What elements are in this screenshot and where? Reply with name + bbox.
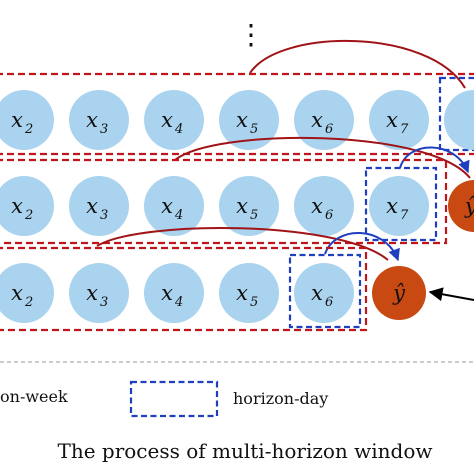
svg-text:4: 4 (174, 122, 183, 137)
svg-text:x: x (86, 281, 98, 305)
week-window-box-row-3 (0, 246, 368, 332)
legend-swatch-day (129, 380, 219, 418)
row-3: x 2 x 3 x 4 x 5 x 6 ŷ (0, 226, 474, 332)
caption: The process of multi-horizon window (57, 439, 432, 463)
svg-text:x: x (161, 194, 173, 218)
node-x6: x 6 (294, 176, 354, 236)
svg-text:6: 6 (325, 122, 333, 137)
target-node-y-hat: ŷ (448, 180, 474, 232)
svg-text:3: 3 (100, 295, 108, 310)
legend: on-week horizon-day (0, 380, 328, 418)
week-arc-row-3 (96, 226, 389, 261)
day-window-box-row-2 (364, 166, 438, 242)
node-x2: x 2 (0, 176, 54, 236)
svg-text:2: 2 (24, 295, 33, 310)
node-x4: x 4 (144, 90, 204, 150)
svg-text:x: x (11, 281, 23, 305)
node-x2: x 2 (0, 263, 54, 323)
row-2: x 2 x 3 x 4 x 5 x 6 x 7 ŷ (0, 136, 474, 245)
node-x7: x 7 (369, 90, 429, 150)
ellipsis-dots: ⋮ (237, 18, 265, 51)
node-x5: x 5 (219, 90, 279, 150)
legend-label-day: horizon-day (233, 389, 328, 408)
svg-text:x: x (311, 108, 323, 132)
node-x8-partial (444, 90, 474, 150)
svg-text:2: 2 (24, 208, 33, 223)
week-arc-row-2 (174, 136, 471, 179)
day-arc-row-3 (324, 231, 400, 262)
svg-text:x: x (11, 194, 23, 218)
day-window-box-row-1 (438, 76, 474, 152)
pointer-arrow (428, 287, 474, 302)
node-x5: x 5 (219, 263, 279, 323)
node-x4: x 4 (144, 263, 204, 323)
svg-text:5: 5 (250, 122, 258, 137)
svg-text:2: 2 (24, 122, 33, 137)
svg-text:x: x (311, 194, 323, 218)
svg-text:4: 4 (174, 295, 183, 310)
svg-text:x: x (86, 108, 98, 132)
node-x7: x 7 (369, 176, 429, 236)
svg-text:x: x (86, 194, 98, 218)
node-x3: x 3 (69, 263, 129, 323)
svg-text:x: x (386, 108, 398, 132)
svg-text:3: 3 (100, 208, 108, 223)
node-x6: x 6 (294, 263, 354, 323)
target-node-y-hat: ŷ (372, 266, 426, 320)
legend-label-week: on-week (0, 387, 68, 406)
node-x5: x 5 (219, 176, 279, 236)
node-x6: x 6 (294, 90, 354, 150)
node-x4: x 4 (144, 176, 204, 236)
node-x2: x 2 (0, 90, 54, 150)
svg-text:7: 7 (400, 208, 409, 223)
row-1: x 2 x 3 x 4 x 5 x 6 x 7 (0, 39, 474, 156)
svg-text:x: x (11, 108, 23, 132)
svg-text:5: 5 (250, 208, 258, 223)
svg-text:x: x (161, 108, 173, 132)
svg-text:x: x (311, 281, 323, 305)
svg-text:6: 6 (325, 295, 333, 310)
svg-text:4: 4 (174, 208, 183, 223)
svg-text:6: 6 (325, 208, 333, 223)
week-arc-row-1 (249, 39, 466, 89)
week-window-box-row-2 (0, 158, 448, 245)
svg-text:7: 7 (400, 122, 409, 137)
node-x3: x 3 (69, 176, 129, 236)
node-x3: x 3 (69, 90, 129, 150)
svg-text:x: x (236, 194, 248, 218)
svg-text:ŷ: ŷ (392, 281, 406, 305)
svg-text:5: 5 (250, 295, 258, 310)
svg-text:3: 3 (100, 122, 108, 137)
svg-text:x: x (236, 108, 248, 132)
week-window-box-row-1 (0, 72, 474, 156)
svg-text:x: x (386, 194, 398, 218)
day-window-box-row-3 (288, 253, 362, 329)
svg-text:ŷ: ŷ (464, 194, 474, 218)
svg-text:x: x (236, 281, 248, 305)
svg-text:x: x (161, 281, 173, 305)
